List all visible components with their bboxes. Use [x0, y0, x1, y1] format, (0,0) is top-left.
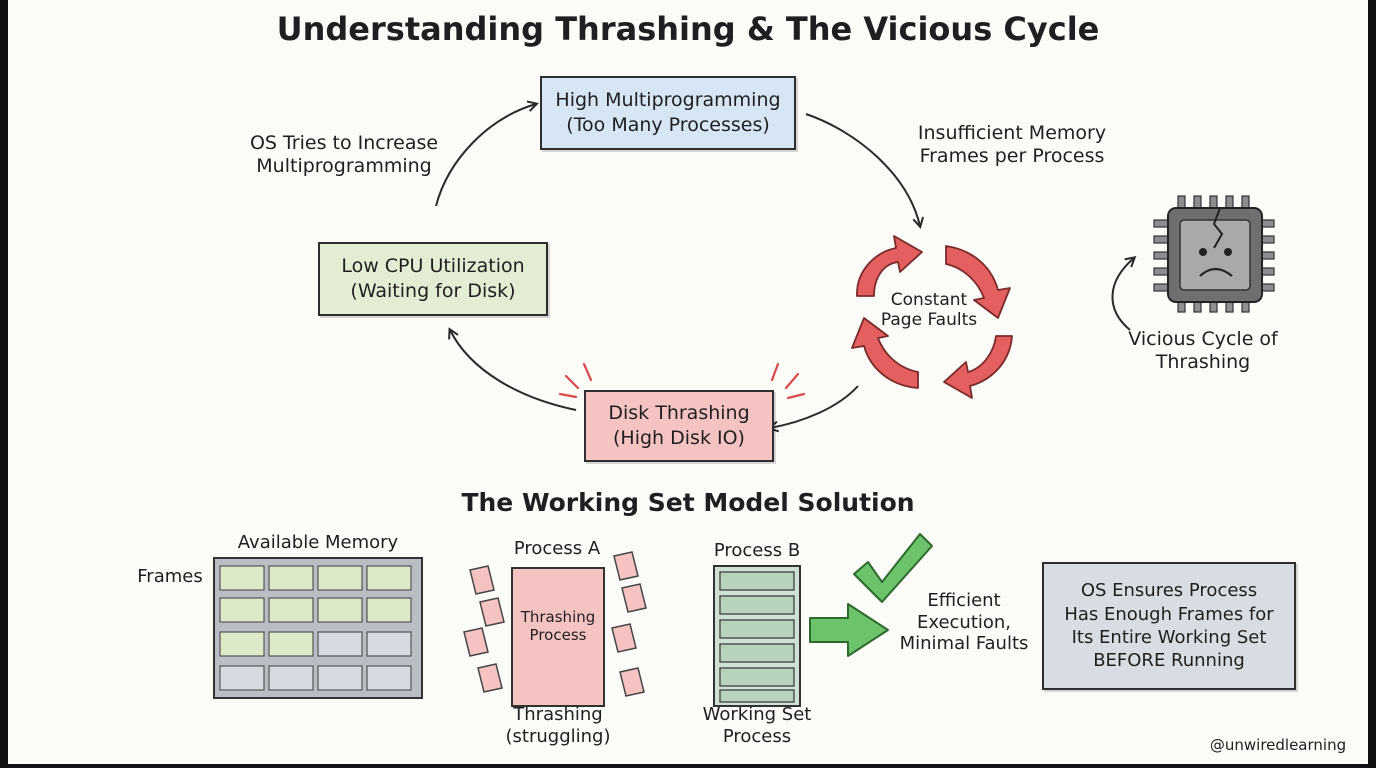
- available-memory-label: Available Memory: [237, 532, 399, 553]
- page-title: Understanding Thrashing & The Vicious Cy…: [276, 10, 1100, 48]
- efficient-execution-label: Efficient Execution, Minimal Faults: [884, 590, 1044, 655]
- thrashing-caption-line1: Thrashing: [513, 704, 603, 725]
- insufficient-memory-line2: Frames per Process: [919, 144, 1105, 167]
- constant-page-faults-label: Constant Page Faults: [864, 290, 994, 331]
- solution-heading: The Working Set Model Solution: [461, 488, 915, 517]
- os-ensures-line2: Has Enough Frames for: [1064, 603, 1274, 625]
- low-cpu-line1: Low CPU Utilization: [341, 255, 525, 278]
- page-fault-papers: [463, 551, 647, 697]
- os-ensures-box: OS Ensures Process Has Enough Frames for…: [1042, 562, 1296, 690]
- efficient-line3: Minimal Faults: [899, 633, 1029, 655]
- os-ensures-line1: OS Ensures Process: [1080, 580, 1258, 602]
- thrashing-caption-line2: (struggling): [505, 725, 611, 747]
- high-multiprogramming-box: High Multiprogramming (Too Many Processe…: [540, 76, 796, 150]
- watermark: @unwiredlearning: [1209, 736, 1347, 754]
- diagram-graphics: [213, 0, 1275, 707]
- arrow-vicious-to-chip: [1111, 258, 1134, 331]
- frames-label: Frames: [137, 566, 203, 587]
- insufficient-memory-line1: Insufficient Memory: [917, 122, 1107, 144]
- os-tries-line2: Multiprogramming: [256, 154, 432, 177]
- vicious-cycle-line1: Vicious Cycle of: [1128, 328, 1278, 350]
- thrashing-process-line1: Thrashing: [520, 608, 596, 626]
- working-set-caption-line1: Working Set: [702, 704, 812, 725]
- os-tries-line1: OS Tries to Increase: [249, 132, 439, 154]
- disk-thrashing-box: Disk Thrashing (High Disk IO): [584, 390, 774, 462]
- high-multiprogramming-line1: High Multiprogramming: [555, 89, 781, 112]
- os-ensures-line3: Its Entire Working Set: [1071, 627, 1267, 648]
- vicious-cycle-label: Vicious Cycle of Thrashing: [1118, 328, 1288, 374]
- green-arrow-icon: [809, 603, 889, 657]
- constant-page-faults-line1: Constant: [890, 290, 968, 310]
- arrow-faults-to-disk: [770, 385, 859, 428]
- diagram-canvas: Understanding Thrashing & The Vicious Cy…: [8, 0, 1368, 764]
- low-cpu-line2: (Waiting for Disk): [350, 280, 516, 302]
- low-cpu-box: Low CPU Utilization (Waiting for Disk): [318, 242, 548, 316]
- os-tries-label: OS Tries to Increase Multiprogramming: [224, 132, 464, 178]
- thrashing-process-label: Thrashing Process: [512, 608, 604, 644]
- efficient-line1: Efficient: [927, 590, 1001, 611]
- arrow-high-to-faults: [805, 113, 920, 226]
- checkmark-icon: [853, 533, 933, 603]
- disk-thrashing-line2: (High Disk IO): [613, 427, 745, 449]
- high-multiprogramming-line2: (Too Many Processes): [566, 114, 770, 136]
- arrow-os-to-high: [435, 104, 536, 207]
- constant-page-faults-line2: Page Faults: [880, 310, 978, 331]
- working-set-caption: Working Set Process: [682, 704, 832, 747]
- process-a-box: [511, 567, 605, 707]
- disk-thrashing-line1: Disk Thrashing: [608, 402, 750, 425]
- thrashing-process-line2: Process: [529, 626, 587, 644]
- process-b-stack: [713, 565, 801, 707]
- os-ensures-line4: BEFORE Running: [1093, 650, 1245, 672]
- insufficient-memory-label: Insufficient Memory Frames per Process: [892, 122, 1132, 168]
- page-fault-cycle-arrows: [851, 235, 1013, 399]
- efficient-line2: Execution,: [916, 611, 1012, 633]
- memory-grid: [213, 557, 423, 699]
- vicious-cycle-line2: Thrashing: [1155, 350, 1251, 373]
- working-set-caption-line2: Process: [722, 725, 792, 747]
- process-a-label: Process A: [513, 538, 601, 559]
- thrashing-caption: Thrashing (struggling): [478, 704, 638, 747]
- process-b-label: Process B: [713, 540, 801, 561]
- stress-marks: [558, 362, 806, 400]
- arrow-disk-to-low: [450, 330, 577, 411]
- sad-cpu-chip-icon: [1153, 195, 1275, 313]
